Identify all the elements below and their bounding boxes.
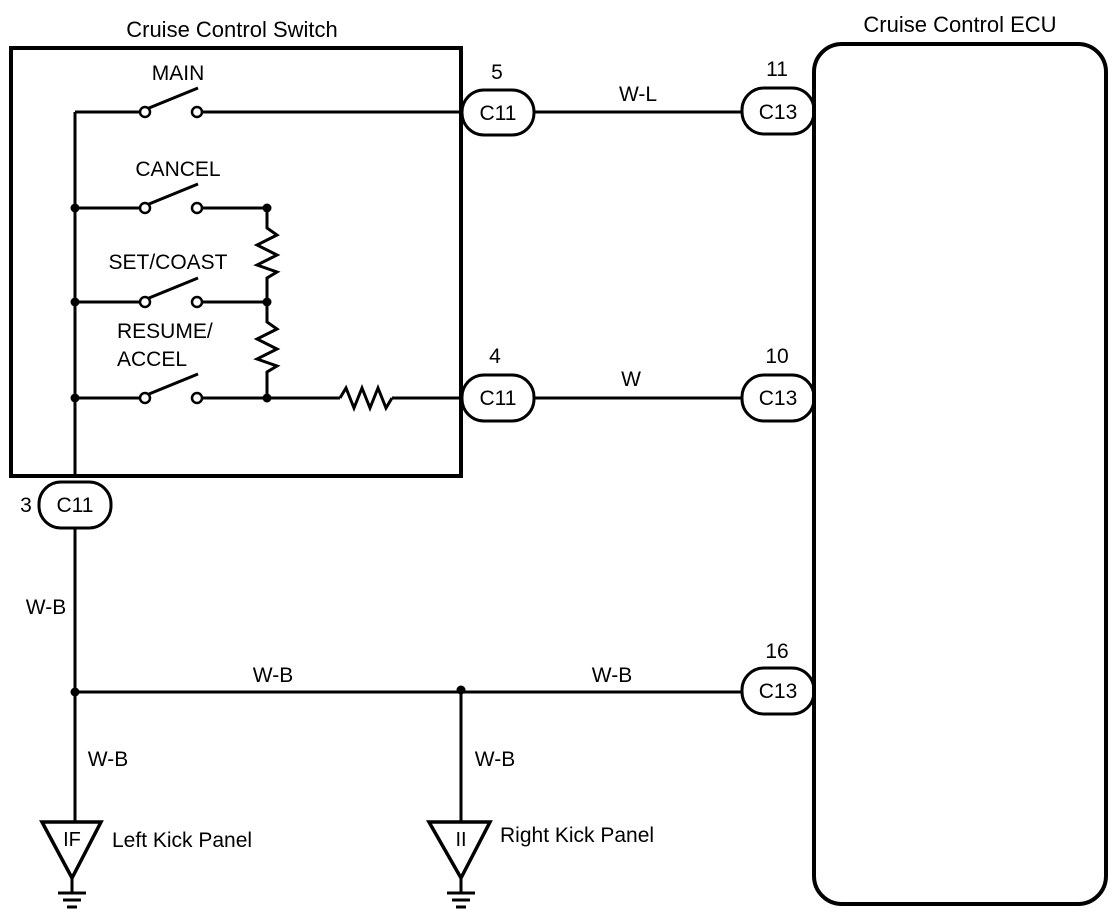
wire-color-label: W-B bbox=[26, 596, 66, 619]
connector-label: C13 bbox=[759, 680, 798, 703]
ground-left-kick-panel: IF Left Kick Panel bbox=[39, 820, 252, 909]
switch-contact-icon bbox=[190, 105, 204, 119]
switch-contact-icon bbox=[138, 201, 152, 215]
connector-label: C11 bbox=[480, 387, 517, 410]
pin-number: 11 bbox=[766, 58, 788, 81]
pin-number: 16 bbox=[765, 640, 788, 663]
pin-number: 4 bbox=[489, 345, 501, 368]
set-coast-switch-label: SET/COAST bbox=[108, 251, 227, 274]
cancel-switch: CANCEL bbox=[70, 158, 272, 215]
wire-color-label: W-B bbox=[253, 664, 293, 687]
wire-color-label: W-B bbox=[88, 748, 128, 771]
switch-lever-icon bbox=[148, 86, 199, 110]
switch-title: Cruise Control Switch bbox=[126, 17, 338, 42]
cruise-control-ecu: Cruise Control ECU bbox=[812, 12, 1108, 906]
ground-point-icon bbox=[425, 820, 493, 882]
switch-contact-icon bbox=[190, 201, 204, 215]
connector-c13-pin16: 16 C13 bbox=[740, 640, 816, 716]
ecu-title: Cruise Control ECU bbox=[863, 12, 1056, 37]
cruise-control-switch: Cruise Control Switch MAIN CANCEL bbox=[9, 17, 463, 478]
cancel-switch-label: CANCEL bbox=[135, 158, 220, 181]
switch-contact-icon bbox=[190, 391, 204, 405]
pin-number: 10 bbox=[765, 345, 788, 368]
ground-location: Right Kick Panel bbox=[500, 824, 654, 847]
switch-housing bbox=[9, 46, 463, 478]
wire-color-label: W-B bbox=[475, 748, 515, 771]
ground-right-kick-panel: II Right Kick Panel bbox=[425, 820, 654, 909]
connector-c11-pin3: 3 C11 bbox=[20, 480, 113, 530]
connector-c13-pin10: 10 C13 bbox=[740, 345, 816, 423]
switch-lever-icon bbox=[148, 276, 199, 300]
resistor-icon bbox=[253, 302, 281, 398]
wire-color-label: W-B bbox=[592, 664, 632, 687]
connector-c11-pin5: 5 C11 bbox=[460, 61, 536, 137]
set-coast-switch: SET/COAST bbox=[70, 251, 272, 309]
ground-point-icon bbox=[39, 820, 104, 882]
connector-c11-pin4: 4 C11 bbox=[460, 345, 536, 423]
connector-label: C11 bbox=[57, 494, 94, 517]
switch-contact-icon bbox=[138, 391, 152, 405]
switch-lever-icon bbox=[148, 182, 199, 206]
switch-lever-icon bbox=[148, 372, 199, 396]
connector-label: C11 bbox=[480, 102, 517, 125]
wire-color-label: W-L bbox=[619, 83, 657, 106]
main-switch-label: MAIN bbox=[152, 62, 205, 85]
accel-switch-label: ACCEL bbox=[117, 348, 187, 371]
ground-code: II bbox=[455, 829, 466, 851]
connector-label: C13 bbox=[759, 387, 798, 410]
ground-location: Left Kick Panel bbox=[112, 829, 252, 852]
main-switch: MAIN bbox=[75, 62, 461, 119]
switch-contact-icon bbox=[138, 295, 152, 309]
switch-contact-icon bbox=[138, 105, 152, 119]
connector-c13-pin11: 11 C13 bbox=[740, 58, 816, 136]
resume-switch-label: RESUME/ bbox=[117, 320, 213, 343]
pin-number: 5 bbox=[491, 61, 503, 84]
resistor-icon bbox=[338, 383, 394, 413]
junction-dot bbox=[262, 297, 272, 307]
switch-contact-icon bbox=[190, 295, 204, 309]
resistor-icon bbox=[253, 208, 281, 302]
ground-code: IF bbox=[63, 829, 81, 851]
connector-label: C13 bbox=[759, 101, 798, 124]
wire-color-label: W bbox=[621, 368, 641, 391]
pin-number: 3 bbox=[20, 494, 32, 517]
resume-accel-switch: RESUME/ ACCEL bbox=[70, 320, 461, 413]
ecu-housing bbox=[812, 42, 1108, 906]
